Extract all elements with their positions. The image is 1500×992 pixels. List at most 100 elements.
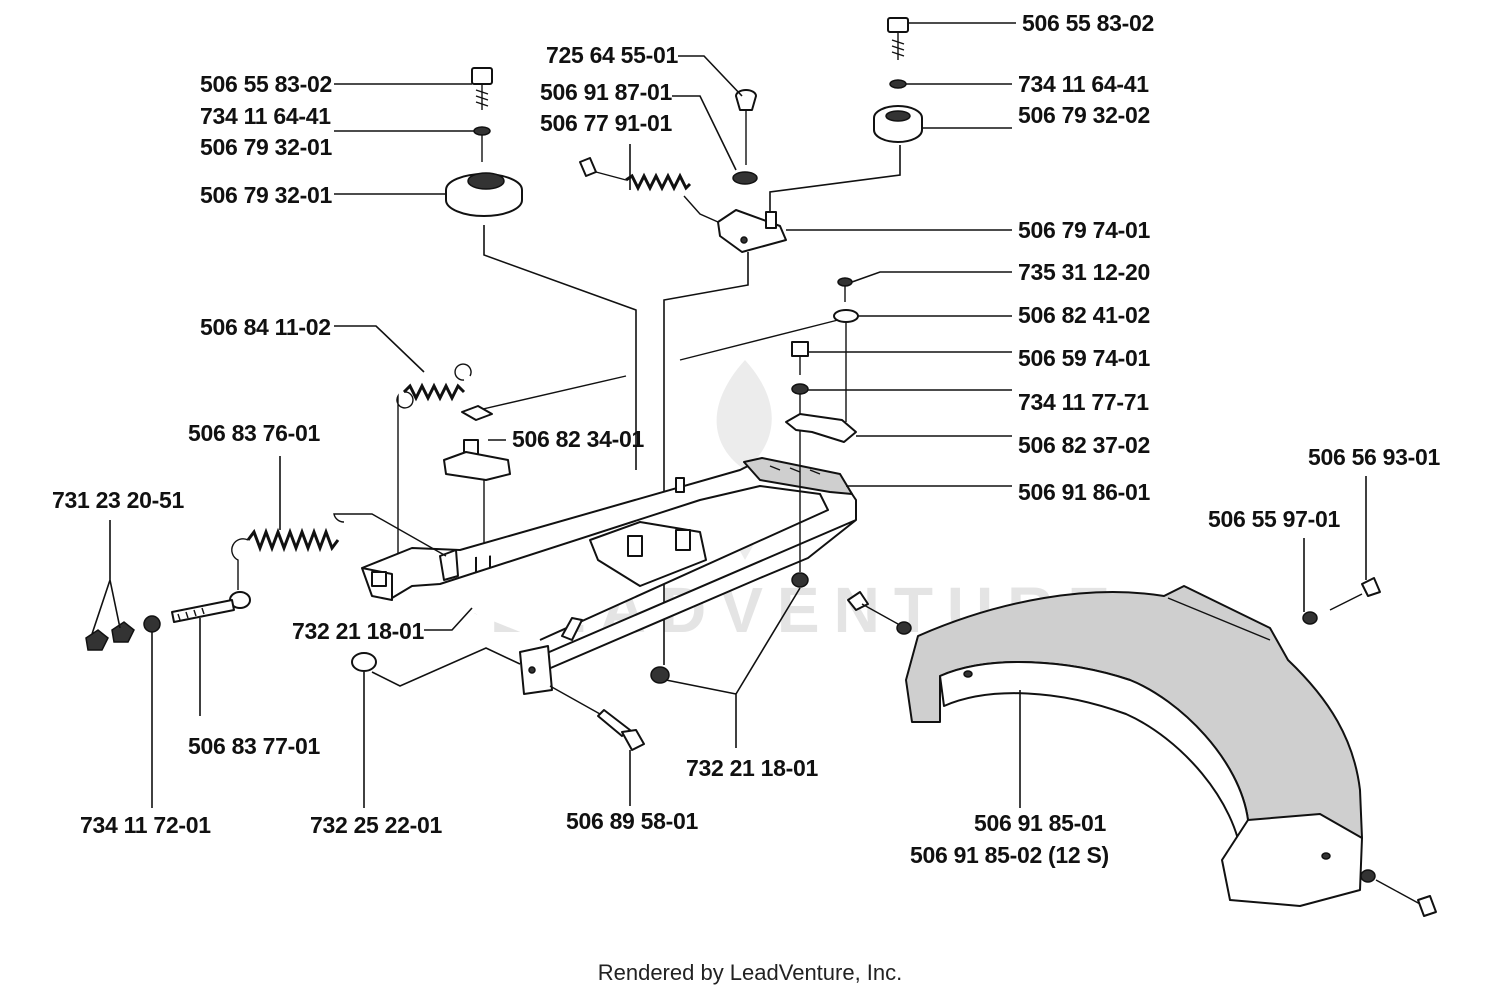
part-label: 506 82 34-01 <box>512 426 644 452</box>
pulley-side <box>873 118 923 143</box>
adjuster-spring <box>246 527 340 553</box>
part-label: 506 82 41-02 <box>1018 302 1150 328</box>
part-label: 506 55 83-02 <box>1022 10 1154 36</box>
cable-bracket <box>785 413 857 443</box>
bolt-head <box>791 341 809 357</box>
part-label: 506 83 77-01 <box>188 733 320 759</box>
part-label: 506 59 74-01 <box>1018 345 1150 371</box>
idler-bracket <box>717 209 787 253</box>
lower-fasteners <box>351 647 670 751</box>
nut-2 <box>85 629 109 651</box>
rear-guard <box>847 577 1437 917</box>
bolt-head <box>887 17 909 33</box>
part-label: 506 55 83-02 <box>200 71 332 97</box>
part-label: 506 79 32-02 <box>1018 102 1150 128</box>
right-cable-assembly <box>469 277 859 443</box>
lower-bolt-head <box>621 729 645 751</box>
guard-lower-nut <box>1360 869 1376 883</box>
pulley-side <box>445 190 523 217</box>
part-label: 506 56 93-01 <box>1308 444 1440 470</box>
part-label: 506 77 91-01 <box>540 110 672 136</box>
idler-bracket-assembly <box>579 89 901 665</box>
part-label: 506 79 32-01 <box>200 134 332 160</box>
eye-bolt-thread <box>177 607 205 621</box>
washer <box>473 126 491 136</box>
bolt-thread <box>475 89 489 107</box>
clip <box>837 277 853 287</box>
left-pulley-assembly <box>445 67 637 470</box>
leader <box>424 607 473 631</box>
guard-top-nut <box>1302 611 1318 625</box>
part-label: 506 79 32-01 <box>200 182 332 208</box>
guard-crease <box>1167 597 1271 641</box>
part-label: 734 11 77-71 <box>1018 389 1149 415</box>
guard-top-bolt-shank <box>1329 593 1363 611</box>
part-label: 731 23 20-51 <box>52 487 184 513</box>
brake-cable <box>679 319 839 361</box>
part-label: 506 91 86-01 <box>1018 479 1150 505</box>
part-label: 506 91 85-02 (12 S) <box>910 842 1109 868</box>
brake-cable-left <box>469 375 627 413</box>
bracket-leader <box>769 145 901 212</box>
lower-nut <box>351 652 377 672</box>
spring-hook-left <box>396 391 414 560</box>
guard-lower-bolt-shank <box>1375 879 1421 905</box>
leader <box>678 55 743 97</box>
guard-lower-block <box>1221 813 1363 907</box>
part-label: 725 64 55-01 <box>546 42 678 68</box>
spring-rod <box>595 171 627 181</box>
nut-1 <box>111 621 135 643</box>
spacer <box>732 171 758 185</box>
pulley-hub <box>467 172 505 190</box>
part-label: 506 79 74-01 <box>1018 217 1150 243</box>
right-nut <box>791 572 809 588</box>
guard-bolt-head <box>847 591 869 611</box>
guard-nut <box>896 621 912 635</box>
part-label: 734 11 64-41 <box>1018 71 1149 97</box>
guard-hole <box>963 670 973 678</box>
linkage-plate <box>443 451 511 481</box>
center-stud-2 <box>675 529 691 551</box>
guard-bolt-shank <box>861 603 899 625</box>
frame-tab <box>439 549 459 581</box>
part-label: 506 55 97-01 <box>1208 506 1340 532</box>
leader <box>91 520 121 635</box>
part-labels: 506 55 83-02 734 11 64-41 506 79 32-01 5… <box>52 10 1441 868</box>
center-stud-1 <box>627 535 643 557</box>
leader <box>672 95 737 171</box>
frame-lower-tab <box>561 617 583 641</box>
nut <box>791 383 809 395</box>
bolt-thread <box>891 39 905 57</box>
spring-hook-left <box>231 538 249 590</box>
bolt-head <box>471 67 493 85</box>
part-label: 734 11 72-01 <box>80 812 211 838</box>
part-label: 506 89 58-01 <box>566 808 698 834</box>
frame-ribs <box>769 465 821 475</box>
main-frame <box>361 430 857 695</box>
leader <box>665 587 801 748</box>
part-label: 735 31 12-20 <box>1018 259 1150 285</box>
cable-clip <box>461 405 493 421</box>
part-label: 732 21 18-01 <box>686 755 818 781</box>
part-label: 506 91 87-01 <box>540 79 672 105</box>
pulley-hub <box>885 110 911 122</box>
frame-pin <box>675 477 685 493</box>
guard-lower-bolt-head <box>1417 895 1437 917</box>
flame-logo-icon <box>716 360 772 470</box>
leader <box>851 271 1012 283</box>
part-label: 732 25 22-01 <box>310 812 442 838</box>
bracket-post <box>765 211 777 229</box>
part-label: 506 84 11-02 <box>200 314 331 340</box>
frame-inner <box>361 485 829 641</box>
lower-nut-2 <box>650 666 670 684</box>
guard-hole-lower <box>1321 852 1331 860</box>
bracket-hole <box>740 236 748 244</box>
part-label: 506 82 37-02 <box>1018 432 1150 458</box>
frame-end-hole <box>371 571 387 587</box>
lock-washer <box>143 615 161 633</box>
part-label: 732 21 18-01 <box>292 618 424 644</box>
tension-spring <box>402 382 466 402</box>
spring-hook-left <box>579 157 597 177</box>
bracket-down-leader <box>663 252 749 665</box>
